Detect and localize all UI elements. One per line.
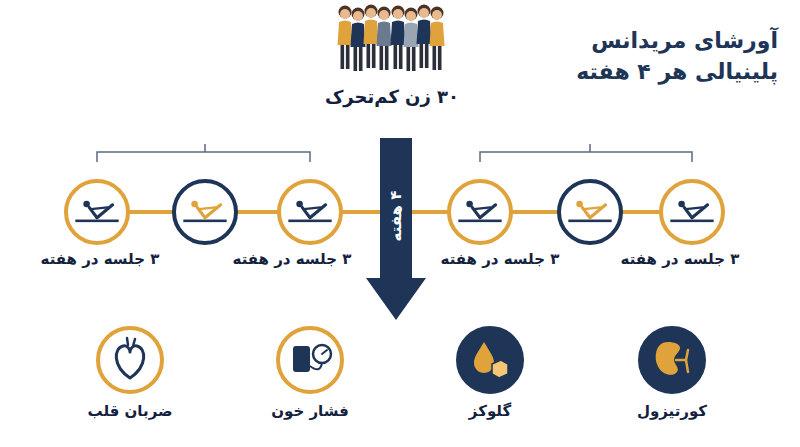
outcome-circle	[98, 328, 162, 392]
ureter-icon	[676, 350, 688, 372]
outcome-node: کورتیزول	[607, 326, 737, 420]
woman-figure	[364, 5, 379, 69]
pilates-figure	[568, 201, 611, 222]
kidney-icon	[656, 342, 680, 375]
pilates-figure	[75, 201, 118, 222]
cuff-icon	[293, 346, 310, 372]
gauge-tube	[310, 363, 322, 369]
diagram-title: آورشای مریدانس پلینیالی هر ۴ هفته	[538, 26, 778, 88]
node-text: کورتیزول	[607, 402, 737, 420]
pilates-figure	[670, 201, 713, 222]
outcome-icons	[98, 328, 704, 392]
arrow-body	[366, 138, 426, 320]
session-circle	[174, 181, 236, 243]
session-circle	[279, 181, 341, 243]
heart-icon	[116, 346, 143, 378]
woman-figure	[351, 8, 366, 72]
node-text: فشار خون	[245, 402, 375, 420]
session-circle	[559, 181, 621, 243]
session-label: ۳ جلسه در هفته	[203, 250, 381, 268]
woman-figure	[377, 7, 392, 71]
women-group	[338, 5, 445, 72]
drop-icon	[474, 342, 494, 373]
woman-figure	[404, 8, 419, 72]
duration-arrow: ۴ هفته	[366, 138, 426, 320]
pilates-figure	[288, 201, 331, 222]
pilates-figure	[183, 201, 226, 222]
node-text: ضربان قلب	[65, 402, 195, 420]
session-label: ۳ جلسه در هفته	[11, 250, 189, 268]
session-circle	[66, 181, 128, 243]
woman-figure	[391, 6, 406, 70]
session-label: ۳ جلسه در هفته	[411, 250, 589, 268]
gauge-icon	[313, 345, 331, 363]
outcome-node: گلوکز	[425, 326, 555, 420]
woman-figure	[338, 6, 353, 70]
node-text: گلوکز	[425, 402, 555, 420]
node-text: ۳۰ زن کم‌تحرک	[292, 86, 492, 107]
session-label: ۳ جلسه در هفته	[591, 250, 769, 268]
pilates-figure	[458, 201, 501, 222]
session-circle	[449, 181, 511, 243]
gauge-needle	[322, 350, 327, 354]
outcome-circle	[278, 328, 342, 392]
bracket-left	[97, 144, 310, 162]
outcome-circle	[640, 328, 704, 392]
heart-vessel	[127, 338, 135, 346]
cube-icon	[492, 360, 508, 378]
outcome-circle	[458, 328, 522, 392]
woman-figure	[430, 7, 445, 71]
node-text: ۴ هفته	[387, 191, 405, 242]
outcome-node: فشار خون	[245, 326, 375, 420]
outcome-node: ضربان قلب	[65, 326, 195, 420]
session-circle	[661, 181, 723, 243]
participants-label: ۳۰ زن کم‌تحرک	[292, 86, 492, 107]
woman-figure	[417, 5, 432, 69]
bracket-right	[480, 144, 692, 162]
